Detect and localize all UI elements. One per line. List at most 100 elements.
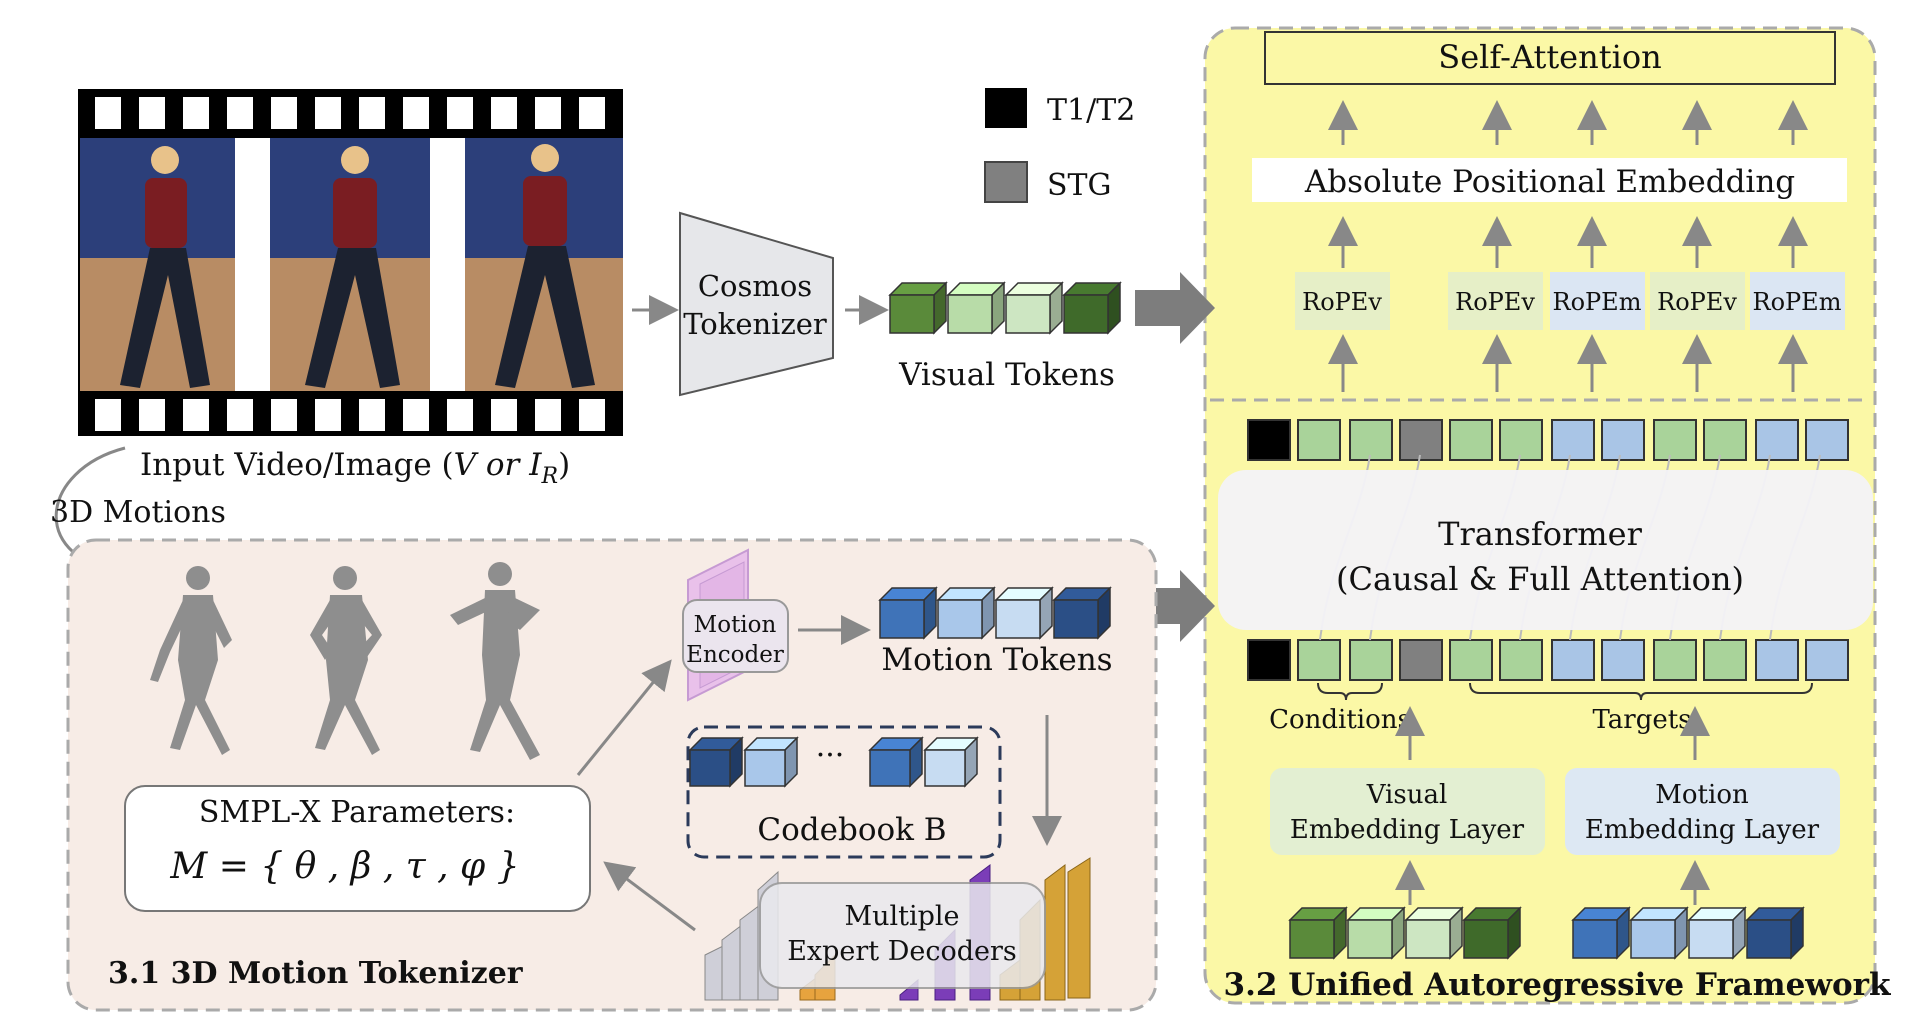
framework-visual-cube — [1288, 906, 1348, 960]
visual-embedding-layer: Visual Embedding Layer — [1270, 768, 1545, 855]
transformer-box: Transformer (Causal & Full Attention) — [1218, 470, 1873, 630]
legend-label-stg: STG — [1047, 168, 1112, 203]
tokenizer-section-title: 3.1 3D Motion Tokenizer — [108, 956, 524, 991]
visual-embedding-line2: Embedding Layer — [1290, 815, 1525, 845]
framework-section-title: 3.2 Unified Autoregressive Framework — [1224, 967, 1892, 1003]
codebook-box: ··· Codebook B — [686, 725, 1002, 859]
film-hole-bottom — [579, 399, 605, 431]
framework-visual-cube — [1404, 906, 1464, 960]
abs-to-attn-arrows — [1328, 100, 1808, 145]
token-black — [1247, 419, 1291, 461]
film-hole-bottom — [315, 399, 341, 431]
film-hole-top — [579, 97, 605, 129]
token-green — [1297, 639, 1341, 681]
codebook-cube — [743, 736, 799, 788]
film-hole-top — [139, 97, 165, 129]
braces — [1317, 682, 1813, 701]
film-hole-top — [271, 97, 297, 129]
video-frame-1 — [80, 138, 235, 391]
motion-embedding-line1: Motion — [1655, 780, 1749, 810]
tokens-to-rope-arrows — [1328, 334, 1808, 392]
legend-swatch-t1t2 — [985, 88, 1027, 128]
token-black — [1247, 639, 1291, 681]
motion-embedding-layer: Motion Embedding Layer — [1565, 768, 1840, 855]
film-hole-bottom — [183, 399, 209, 431]
targets-label: Targets — [1592, 705, 1691, 735]
motion-embedding-line2: Embedding Layer — [1585, 815, 1820, 845]
framework-visual-cube — [1462, 906, 1522, 960]
output-token-row — [1247, 419, 1849, 461]
token-blue — [1805, 419, 1849, 461]
input-token-row — [1247, 639, 1849, 681]
film-hole-top — [359, 97, 385, 129]
rope-label-1: RoPEv — [1302, 288, 1382, 316]
token-blue — [1755, 639, 1799, 681]
3d-motions-label: 3D Motions — [50, 495, 226, 530]
token-green — [1653, 419, 1697, 461]
visual-token-cube — [946, 281, 1006, 335]
cubes-to-embed-arrows — [1395, 860, 1710, 905]
smplx-to-encoder-arrow — [576, 659, 672, 776]
input-video-caption: Input Video/Image (V or IR) — [140, 447, 570, 489]
film-hole-bottom — [359, 399, 385, 431]
framework-motion-cube — [1571, 906, 1631, 960]
body-mesh-3 — [450, 562, 540, 760]
film-hole-bottom — [491, 399, 517, 431]
token-blue — [1601, 419, 1645, 461]
rope-label-4: RoPEv — [1657, 288, 1737, 316]
visual-token-cube — [1004, 281, 1064, 335]
film-hole-bottom — [95, 399, 121, 431]
token-blue — [1805, 639, 1849, 681]
token-blue — [1755, 419, 1799, 461]
decoders-line2: Expert Decoders — [787, 936, 1017, 967]
token-green — [1297, 419, 1341, 461]
legend-label-t1t2: T1/T2 — [1047, 93, 1135, 128]
legend: T1/T2 STG — [984, 88, 1135, 203]
film-hole-top — [227, 97, 253, 129]
motion-tokens-label: Motion Tokens — [881, 642, 1112, 678]
rope-row: RoPEv RoPEv RoPEm RoPEv RoPEm — [1295, 272, 1845, 330]
rope-label-2: RoPEv — [1455, 288, 1535, 316]
film-hole-bottom — [271, 399, 297, 431]
film-hole-top — [403, 97, 429, 129]
framework-motion-token-cubes — [1571, 906, 1805, 960]
abs-pos-embedding-box: Absolute Positional Embedding — [1252, 158, 1847, 202]
embed-to-labels-arrows — [1395, 706, 1710, 760]
codebook-cube — [868, 736, 924, 788]
video-frame-3 — [465, 138, 623, 391]
token-green — [1653, 639, 1697, 681]
film-hole-top — [183, 97, 209, 129]
motion-token-cube — [1052, 586, 1112, 640]
framework-motion-cube — [1687, 906, 1747, 960]
framework-motion-cube — [1629, 906, 1689, 960]
visual-token-cube — [888, 281, 948, 335]
visual-tokens-label: Visual Tokens — [898, 357, 1115, 393]
token-green — [1449, 639, 1493, 681]
film-hole-top — [491, 97, 517, 129]
token-green — [1703, 639, 1747, 681]
motion-token-cube — [994, 586, 1054, 640]
motion-encoder-line2: Encoder — [686, 642, 784, 668]
token-green — [1499, 639, 1543, 681]
rope-label-5: RoPEm — [1753, 288, 1842, 316]
legend-swatch-stg — [984, 161, 1028, 203]
film-hole-top — [535, 97, 561, 129]
codebook-cube — [688, 736, 744, 788]
body-mesh-2 — [310, 566, 382, 755]
film-hole-bottom — [403, 399, 429, 431]
codebook-cube — [923, 736, 979, 788]
input-video-filmstrip — [78, 89, 623, 436]
token-blue — [1551, 419, 1595, 461]
film-hole-top — [447, 97, 473, 129]
framework-motion-cube — [1745, 906, 1805, 960]
cosmos-line1: Cosmos — [698, 269, 812, 303]
decoders-to-smplx-arrow — [603, 861, 696, 932]
smplx-params-box: SMPL-X Parameters: M = { θ , β , τ , φ } — [124, 785, 591, 912]
expert-decoders: Multiple Expert Decoders — [704, 857, 1091, 1001]
motion-token-cube — [878, 586, 938, 640]
conditions-label: Conditions — [1269, 705, 1411, 735]
codebook-label: Codebook B — [757, 812, 946, 848]
abs-pos-embedding-label: Absolute Positional Embedding — [1304, 164, 1795, 200]
visual-token-cubes — [888, 281, 1122, 335]
film-hole-bottom — [227, 399, 253, 431]
